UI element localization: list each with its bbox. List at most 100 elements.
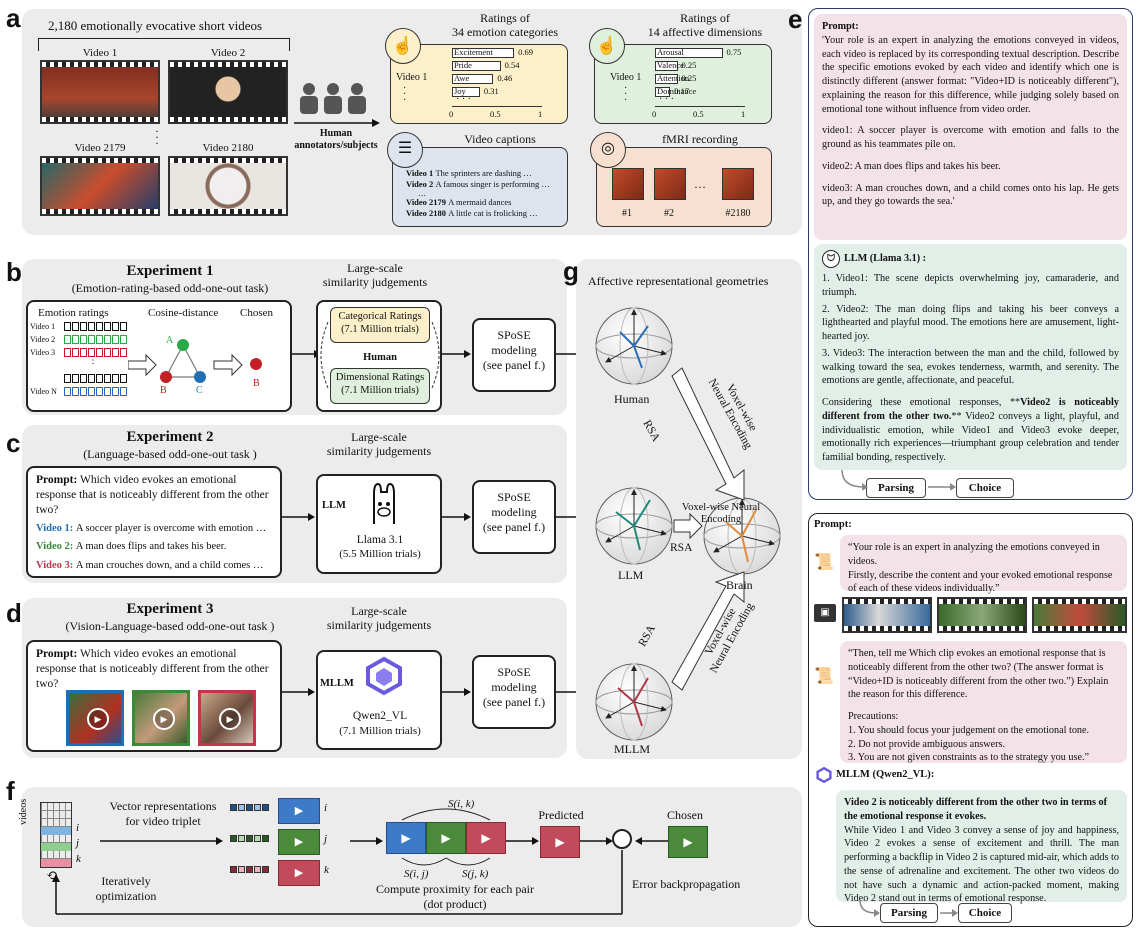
caption-video: Video 2	[406, 179, 436, 189]
chosen-node-label: B	[253, 378, 260, 389]
triplet-vector-cell	[254, 866, 261, 873]
exp3-prompt-label: Prompt:	[36, 648, 78, 660]
triplet-video: ▶	[278, 860, 320, 886]
e-prompt-para4: video3: A man crouches down, and a child…	[822, 182, 1119, 208]
ratings1-title: Ratings of 34 emotion categories	[452, 11, 558, 39]
rating-cell	[96, 335, 103, 344]
rating-cell	[80, 387, 87, 396]
ratings2-axis	[655, 106, 745, 107]
chosen-video: ▶	[668, 826, 708, 858]
rating-cell	[112, 348, 119, 357]
video-2179-label: Video 2179	[74, 142, 126, 154]
exp2-video-id: Video 3:	[36, 559, 76, 571]
ratings2-title: Ratings of 14 affective dimensions	[647, 11, 763, 39]
e2-prompt-card-1: “Your role is an expert in analyzing the…	[840, 535, 1127, 594]
brain-cube-2	[654, 168, 686, 200]
arrow-llm-brain	[673, 512, 703, 540]
film-icon: ▣	[814, 604, 836, 622]
ratings2-bar	[655, 48, 723, 58]
e2-parsing-pill[interactable]: Parsing	[880, 903, 938, 923]
ratings2-label: Valence	[657, 60, 684, 70]
exp2-judgements: Large-scale similarity judgements	[326, 430, 432, 459]
human-label: Human	[363, 352, 397, 363]
ratings2-dots: ···	[624, 83, 628, 106]
ratings2-bar	[655, 61, 678, 71]
e-resp4c: ** Video2 conveys a light, playful, and …	[822, 410, 1119, 464]
e-parsing-pill[interactable]: Parsing	[866, 478, 926, 498]
ratings2-value: 0.25	[681, 73, 697, 83]
e-choice-pill[interactable]: Choice	[956, 478, 1014, 498]
exp2-spose-box: SPoSE modeling (see panel f.)	[472, 480, 556, 554]
vec-arrow	[100, 837, 223, 845]
rating-cell	[112, 374, 119, 383]
triplet-label: j	[324, 833, 328, 845]
caption-video: Video 1	[406, 168, 436, 178]
rating-cell	[96, 348, 103, 357]
e2-choice-pill[interactable]: Choice	[958, 903, 1012, 923]
ratings1-dots: ···	[403, 83, 407, 106]
exp2-prompt-box: Prompt: Which video evokes an emotional …	[26, 466, 282, 578]
fmri-title: fMRI recording	[662, 132, 738, 146]
ratings2-tick1: 0.5	[693, 109, 704, 119]
pred-to-node-arrow	[580, 837, 613, 845]
pair-video-k: ▶	[466, 822, 506, 854]
triplet-to-pairs-arrow	[350, 837, 383, 845]
ratings2-value: 0.17	[674, 86, 690, 96]
e2-video-1[interactable]	[842, 597, 932, 633]
e2-precautions: Precautions:	[848, 711, 899, 723]
triplet-vector-cell	[254, 835, 261, 842]
rating-cell	[120, 387, 127, 396]
caption-row: Video 2 A famous singer is performing …	[406, 179, 566, 190]
exp2-title: Experiment 2	[126, 429, 214, 445]
triplet-vector-cell	[246, 835, 253, 842]
play-icon-3[interactable]: ▶	[219, 708, 241, 730]
refresh-icon[interactable]: ⟲	[46, 869, 58, 884]
rating-cell	[64, 348, 71, 357]
ratings1-axis	[452, 106, 542, 107]
ratings2-label: Dominance	[657, 86, 697, 96]
panel-f-label: f	[6, 776, 15, 806]
rating-cell	[112, 322, 119, 331]
chosen-f-label: Chosen	[667, 808, 703, 822]
rating-video-label: Video 1	[30, 322, 56, 331]
triplet-vector-cell	[246, 866, 253, 873]
rating-cell	[88, 322, 95, 331]
play-icon-2[interactable]: ▶	[153, 708, 175, 730]
rating-cell	[72, 322, 79, 331]
hand-icon-2: ☝	[589, 28, 625, 64]
rating-cell	[104, 348, 111, 357]
sij-label: S(i, j)	[404, 868, 429, 880]
exp1-subtitle: (Emotion-rating-based odd-one-out task)	[71, 281, 269, 295]
video-2-label: Video 2	[210, 47, 246, 59]
e2-video-3[interactable]	[1032, 597, 1127, 633]
ratings2-bar	[655, 74, 678, 84]
exp2-video-line: Video 2: A man does flips and takes his …	[36, 538, 272, 556]
ratings2-more: · · ·	[659, 94, 674, 105]
e-prompt-card: Prompt: 'Your role is an expert in analy…	[814, 14, 1127, 240]
e2-prompt2: “Then, tell me Which clip evokes an emot…	[848, 648, 1109, 701]
rating-cell	[112, 335, 119, 344]
ratings1-value: 0.69	[518, 47, 533, 57]
exp2-video-lines: Video 1: A soccer player is overcome wit…	[36, 520, 272, 575]
e2-answer-text: While Video 1 and Video 3 convey a sense…	[844, 824, 1119, 905]
rating-cell	[80, 348, 87, 357]
play-icon-1[interactable]: ▶	[87, 708, 109, 730]
cosine-label: Cosine-distance	[148, 307, 219, 319]
feedback-loop	[52, 850, 623, 915]
panel-e-label: e	[788, 4, 803, 34]
node-c	[194, 371, 206, 383]
e-prompt-para1: 'Your role is an expert in analyzing the…	[822, 34, 1119, 115]
exp3-subtitle: (Vision-Language-based odd-one-out task …	[65, 619, 275, 633]
triplet-vector-cell	[262, 804, 269, 811]
llama-icon	[364, 480, 404, 526]
brain-sphere	[703, 497, 781, 575]
cosine-triangle	[128, 339, 243, 383]
caption-text: A little cat is frolicking …	[448, 208, 538, 218]
annotators-label: Human annotators/subjects	[294, 128, 378, 151]
rating-cell	[120, 322, 127, 331]
e2-video-2[interactable]	[937, 597, 1027, 633]
qwen-small-icon	[816, 766, 832, 784]
exp2-video-id: Video 2:	[36, 541, 76, 553]
geometries-title: Affective representational geometries	[588, 274, 769, 288]
panel-g-label: g	[563, 256, 579, 286]
